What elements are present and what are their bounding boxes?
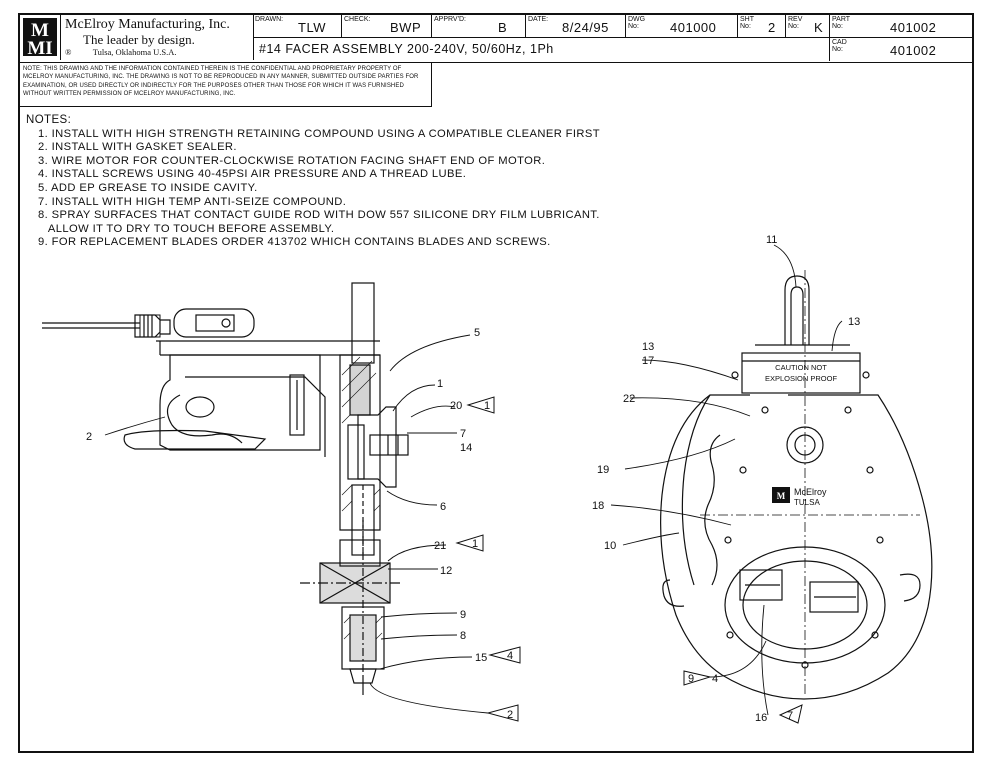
approved-label: APPRV'D:: [434, 16, 466, 23]
front-callout: 17: [642, 355, 654, 367]
caution-label-line2: EXPLOSION PROOF: [765, 374, 838, 383]
company-location: ® Tulsa, Oklahoma U.S.A.: [65, 47, 176, 57]
company-location-text: Tulsa, Oklahoma U.S.A.: [92, 47, 177, 57]
rev-value: K: [814, 20, 824, 35]
company-info: McElroy Manufacturing, Inc. The leader b…: [61, 15, 254, 60]
svg-text:M: M: [31, 20, 49, 41]
side-callout: 6: [440, 501, 446, 513]
dwg-label: DWG No:: [628, 16, 646, 30]
front-callout: 19: [597, 464, 609, 476]
approved-cell: APPRV'D: B: [432, 15, 526, 38]
svg-text:MI: MI: [27, 38, 52, 59]
cad-cell: CAD No: 401002: [830, 38, 972, 61]
front-callout: 13: [642, 341, 654, 353]
check-value: BWP: [390, 20, 422, 35]
side-note-flag: 4: [507, 650, 513, 662]
front-view-drawing: [660, 270, 933, 700]
drawing-sheet: M MI McElroy Manufacturing, Inc. The lea…: [18, 13, 974, 753]
company-tagline: The leader by design.: [83, 32, 195, 47]
front-callout: 22: [623, 393, 635, 405]
rev-cell: REV No: K: [786, 15, 830, 38]
sheet-label: SHT No:: [740, 16, 754, 30]
part-label: PART No:: [832, 16, 850, 30]
approved-value: B: [498, 20, 508, 35]
drawing-title: #14 FACER ASSEMBLY 200-240V, 50/60Hz, 1P…: [259, 42, 554, 56]
check-label: CHECK:: [344, 16, 371, 23]
date-cell: DATE: 8/24/95: [526, 15, 626, 38]
side-callout: 15: [475, 652, 487, 664]
sheet-value: 2: [768, 20, 776, 35]
side-callout: 1: [437, 378, 443, 390]
note-item: 9. FOR REPLACEMENT BLADES ORDER 413702 W…: [38, 236, 551, 249]
date-value: 8/24/95: [562, 20, 609, 35]
part-value: 401002: [890, 20, 937, 35]
check-cell: CHECK: BWP: [342, 15, 432, 38]
side-callout: 21: [434, 540, 446, 552]
side-callout: 7: [460, 428, 466, 440]
note-item: 4. INSTALL SCREWS USING 40-45PSI AIR PRE…: [38, 168, 467, 181]
front-callout: 11: [766, 234, 777, 246]
note-item: 5. ADD EP GREASE TO INSIDE CAVITY.: [38, 181, 258, 194]
caution-label-line1: CAUTION NOT: [775, 363, 827, 372]
drawn-value: TLW: [298, 20, 326, 35]
notes-heading: NOTES:: [26, 114, 72, 126]
side-note-flag: 1: [484, 400, 490, 412]
note-item: 8. SPRAY SURFACES THAT CONTACT GUIDE ROD…: [38, 209, 600, 222]
front-callout: 4: [712, 673, 718, 685]
date-label: DATE:: [528, 16, 549, 23]
confidentiality-notice: NOTE: THIS DRAWING AND THE INFORMATION C…: [20, 63, 432, 107]
svg-text:M: M: [777, 491, 786, 501]
note-item: 7. INSTALL WITH HIGH TEMP ANTI-SEIZE COM…: [38, 195, 347, 208]
title-block: M MI McElroy Manufacturing, Inc. The lea…: [20, 15, 972, 63]
drawn-label: DRAWN:: [255, 16, 284, 23]
side-callout: 14: [460, 442, 472, 454]
cad-label: CAD No:: [832, 39, 847, 53]
brand-name: McElroy: [794, 487, 827, 497]
note-item: ALLOW IT TO DRY TO TOUCH BEFORE ASSEMBLY…: [38, 222, 335, 235]
mmi-logo-icon: M MI: [23, 18, 57, 59]
drawn-cell: DRAWN: TLW: [253, 15, 342, 38]
side-view-drawing: 5 1 20 2 7 14 6 21 12 9 8 15 2 1 1 4: [42, 234, 933, 724]
side-callout: 9: [460, 609, 466, 621]
side-callout: 2: [507, 709, 513, 721]
dwg-value: 401000: [670, 20, 717, 35]
front-callout: 10: [604, 540, 616, 552]
brand-city: TULSA: [794, 498, 820, 507]
mcelroy-brand-plate: M McElroy TULSA: [772, 487, 827, 507]
front-callout: 18: [592, 500, 604, 512]
part-cell: PART No: 401002: [830, 15, 972, 38]
company-name: McElroy Manufacturing, Inc.: [65, 17, 230, 32]
side-callout: 5: [474, 327, 480, 339]
assembly-notes: NOTES: 1. INSTALL WITH HIGH STRENGTH RET…: [26, 114, 600, 250]
front-callout: 16: [755, 712, 767, 724]
cad-value: 401002: [890, 43, 937, 58]
side-callout: 12: [440, 565, 452, 577]
sheet-cell: SHT No: 2: [738, 15, 786, 38]
front-note-flag: 7: [787, 710, 793, 722]
side-callout: 2: [86, 431, 92, 443]
side-note-flag: 1: [472, 538, 478, 550]
note-item: 1. INSTALL WITH HIGH STRENGTH RETAINING …: [38, 127, 600, 140]
front-note-flag: 9: [688, 673, 694, 685]
dwg-cell: DWG No: 401000: [626, 15, 738, 38]
company-logo: M MI: [20, 15, 61, 60]
drawing-title-cell: #14 FACER ASSEMBLY 200-240V, 50/60Hz, 1P…: [253, 38, 830, 61]
front-callout: 13: [848, 316, 860, 328]
side-callout: 20: [450, 400, 462, 412]
note-item: 2. INSTALL WITH GASKET SEALER.: [38, 141, 237, 154]
note-item: 3. WIRE MOTOR FOR COUNTER-CLOCKWISE ROTA…: [38, 154, 546, 167]
registered-mark: ®: [65, 47, 72, 57]
side-callout: 8: [460, 630, 466, 642]
rev-label: REV No:: [788, 16, 803, 30]
